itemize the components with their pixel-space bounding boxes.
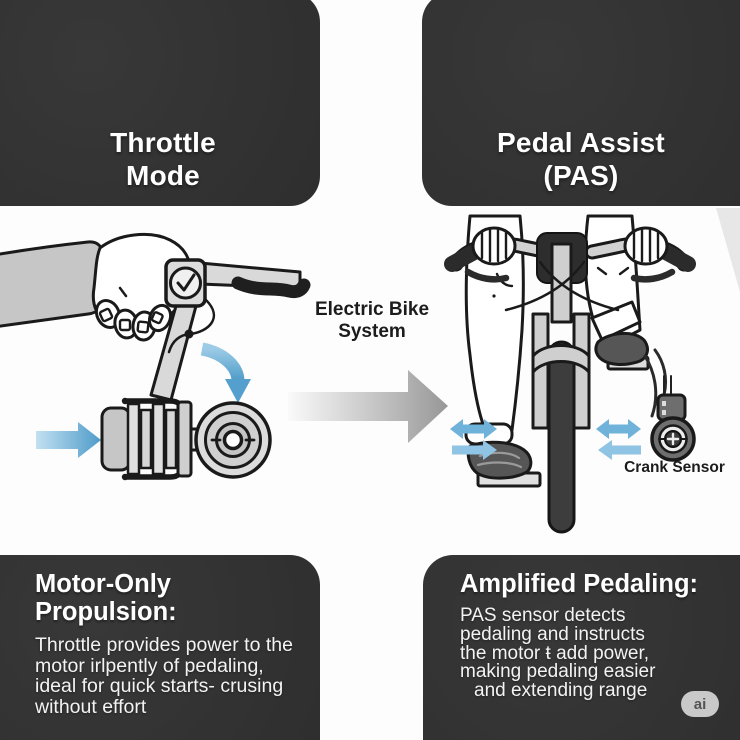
crank-sensor-icon: [643, 348, 696, 462]
motor-only-line: motor irlpently of pedaling,: [35, 654, 264, 677]
crank-sensor-label: Crank Sensor: [624, 459, 725, 476]
hand-throttle-illustration: [0, 233, 311, 403]
down-curl-arrow-icon: [200, 342, 251, 403]
panel-motor-only-propulsion: Motor-Only Propulsion: Throttle provides…: [0, 555, 320, 740]
throttle-mode-title: Throttle Mode: [110, 127, 216, 191]
motor-only-line: ideal for quick starts- crusing: [35, 675, 284, 697]
amplified-pedaling-content: Amplified Pedaling: PAS sensor detects p…: [460, 570, 740, 701]
amplified-line: making pedaling easier: [460, 661, 656, 683]
hub-motor-illustration: [36, 397, 272, 481]
motor-only-heading: Motor-Only Propulsion:: [35, 570, 177, 626]
motor-only-content: Motor-Only Propulsion: Throttle provides…: [35, 570, 293, 718]
flow-arrow-icon: [288, 370, 448, 443]
ai-badge: ai: [681, 691, 719, 717]
motor-only-line: Throttle provides power to the: [35, 634, 293, 656]
amplified-line: and extending range: [474, 680, 648, 702]
power-arrow-icon: [36, 422, 101, 458]
panel-throttle-mode: Throttle Mode: [0, 0, 320, 206]
pedal-motion-arrows-icon: [450, 419, 641, 460]
amplified-line: PAS sensor detects: [460, 605, 626, 626]
pedal-assist-title: Pedal Assist (PAS): [497, 127, 665, 191]
pedal-assist-bike-illustration: [444, 214, 696, 534]
background-wedge: [716, 208, 740, 292]
motor-only-line: without effort: [35, 695, 147, 718]
amplified-line: the motor ŧ add power,: [460, 642, 650, 664]
electric-bike-system-label: Electric Bike System: [314, 299, 430, 342]
check-icon: [164, 258, 207, 308]
amplified-pedaling-heading: Amplified Pedaling:: [460, 570, 699, 598]
panel-pedal-assist: Pedal Assist (PAS): [422, 0, 740, 206]
amplified-line: pedaling and instructs: [460, 623, 645, 645]
